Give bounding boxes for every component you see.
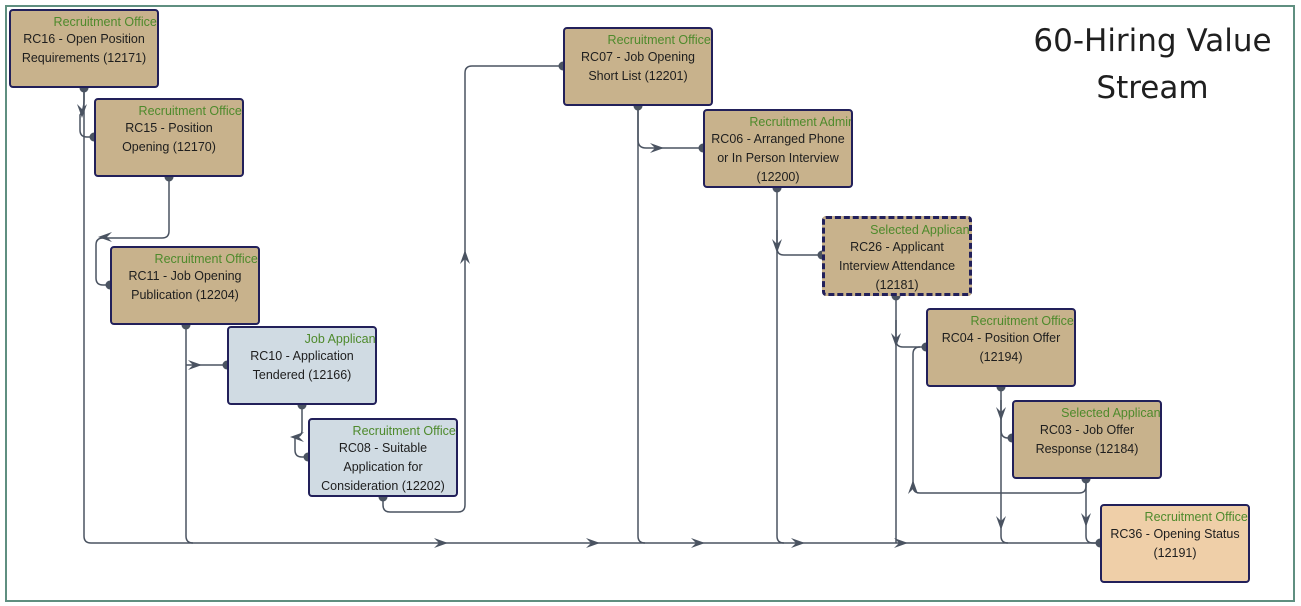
node-rc08[interactable]: Recruitment Officer RC08 - Suitable Appl… [308, 418, 458, 497]
node-rc07[interactable]: Recruitment Officer RC07 - Job Opening S… [563, 27, 713, 106]
connector-arrowhead [434, 538, 448, 548]
node-role: Recruitment Officer [607, 33, 713, 47]
node-label: RC07 - Job Opening Short List (12201) [581, 50, 695, 83]
connector-arrowhead [98, 232, 112, 242]
connector-arrowhead [188, 360, 202, 370]
connector-arrowhead [891, 333, 901, 347]
node-rc15[interactable]: Recruitment Officer RC15 - Position Open… [94, 98, 244, 177]
flow-rc15-to-rc11 [95, 177, 170, 286]
connector-arrowhead [772, 239, 782, 253]
node-rc36[interactable]: Recruitment Officer RC36 - Opening Statu… [1100, 504, 1250, 583]
node-role: Recruitment Officer [138, 104, 244, 118]
flow-rc07-to-rc06 [637, 106, 703, 149]
connector-arrowhead [791, 538, 805, 548]
node-label: RC11 - Job Opening Publication (12204) [128, 269, 242, 302]
connector-arrowhead [894, 538, 908, 548]
flow-rc10-to-rc08 [294, 405, 308, 458]
node-role: Selected Applicant [870, 223, 972, 237]
node-role: Selected Applicant [1061, 406, 1162, 420]
flow-rc11-to-bus [185, 325, 194, 544]
node-role: Recruitment Officer [1144, 510, 1250, 524]
node-label: RC04 - Position Offer (12194) [941, 331, 1061, 364]
node-label: RC26 - Applicant Interview Attendance (1… [838, 240, 956, 292]
connector-arrowhead [1081, 513, 1091, 527]
flow-rc03-to-rc36 [1085, 479, 1100, 544]
node-rc10[interactable]: Job Applicant RC10 - Application Tendere… [227, 326, 377, 405]
node-rc03[interactable]: Selected Applicant RC03 - Job Offer Resp… [1012, 400, 1162, 479]
flow-rc16-to-rc36 [83, 88, 1100, 544]
node-rc06[interactable]: Recruitment Admin RC06 - Arranged Phone … [703, 109, 853, 188]
node-rc16[interactable]: Recruitment Officer RC16 - Open Position… [9, 9, 159, 88]
node-label: RC08 - Suitable Application for Consider… [321, 441, 445, 493]
node-label: RC36 - Opening Status (12191) [1110, 527, 1240, 560]
connector-arrowhead [996, 516, 1006, 530]
node-rc11[interactable]: Recruitment Officer RC11 - Job Opening P… [110, 246, 260, 325]
connector-arrowhead [290, 432, 304, 442]
connector-arrowhead [691, 538, 705, 548]
flow-rc07-to-bus [637, 106, 646, 544]
node-label: RC15 - Position Opening (12170) [122, 121, 216, 154]
diagram-title: 60-Hiring Value Stream [1033, 23, 1272, 106]
connector-arrowhead [996, 407, 1006, 421]
connector-arrowhead [586, 538, 600, 548]
node-rc04[interactable]: Recruitment Officer RC04 - Position Offe… [926, 308, 1076, 387]
flow-rc06-to-rc26 [776, 230, 822, 256]
flow-rc16-to-rc15 [79, 88, 94, 138]
node-role: Recruitment Officer [352, 424, 458, 438]
flow-rc04-to-bus [1000, 387, 1009, 544]
node-label: RC03 - Job Offer Response (12184) [1035, 423, 1139, 456]
flow-rc06-to-bus [776, 188, 785, 544]
flow-rc04-to-rc03 [1000, 400, 1012, 439]
node-role: Job Applicant [304, 332, 377, 346]
node-role: Recruitment Officer [53, 15, 159, 29]
node-rc26[interactable]: Selected Applicant RC26 - Applicant Inte… [822, 216, 972, 296]
node-role: Recruitment Officer [154, 252, 260, 266]
connector-arrowhead [460, 250, 470, 264]
connector-arrowhead [908, 480, 918, 494]
flow-rc08-to-rc07 [382, 65, 563, 513]
connector-arrowhead [77, 104, 87, 118]
node-label: RC16 - Open Position Requirements (12171… [21, 32, 147, 65]
flow-rc03-loop-to-rc04 [912, 346, 1087, 494]
node-role: Recruitment Admin [749, 115, 853, 129]
node-label: RC10 - Application Tendered (12166) [250, 349, 354, 382]
node-role: Recruitment Officer [970, 314, 1076, 328]
diagram-frame [5, 5, 1295, 602]
connector-arrowhead [650, 143, 664, 153]
node-label: RC06 - Arranged Phone or In Person Inter… [711, 132, 845, 184]
